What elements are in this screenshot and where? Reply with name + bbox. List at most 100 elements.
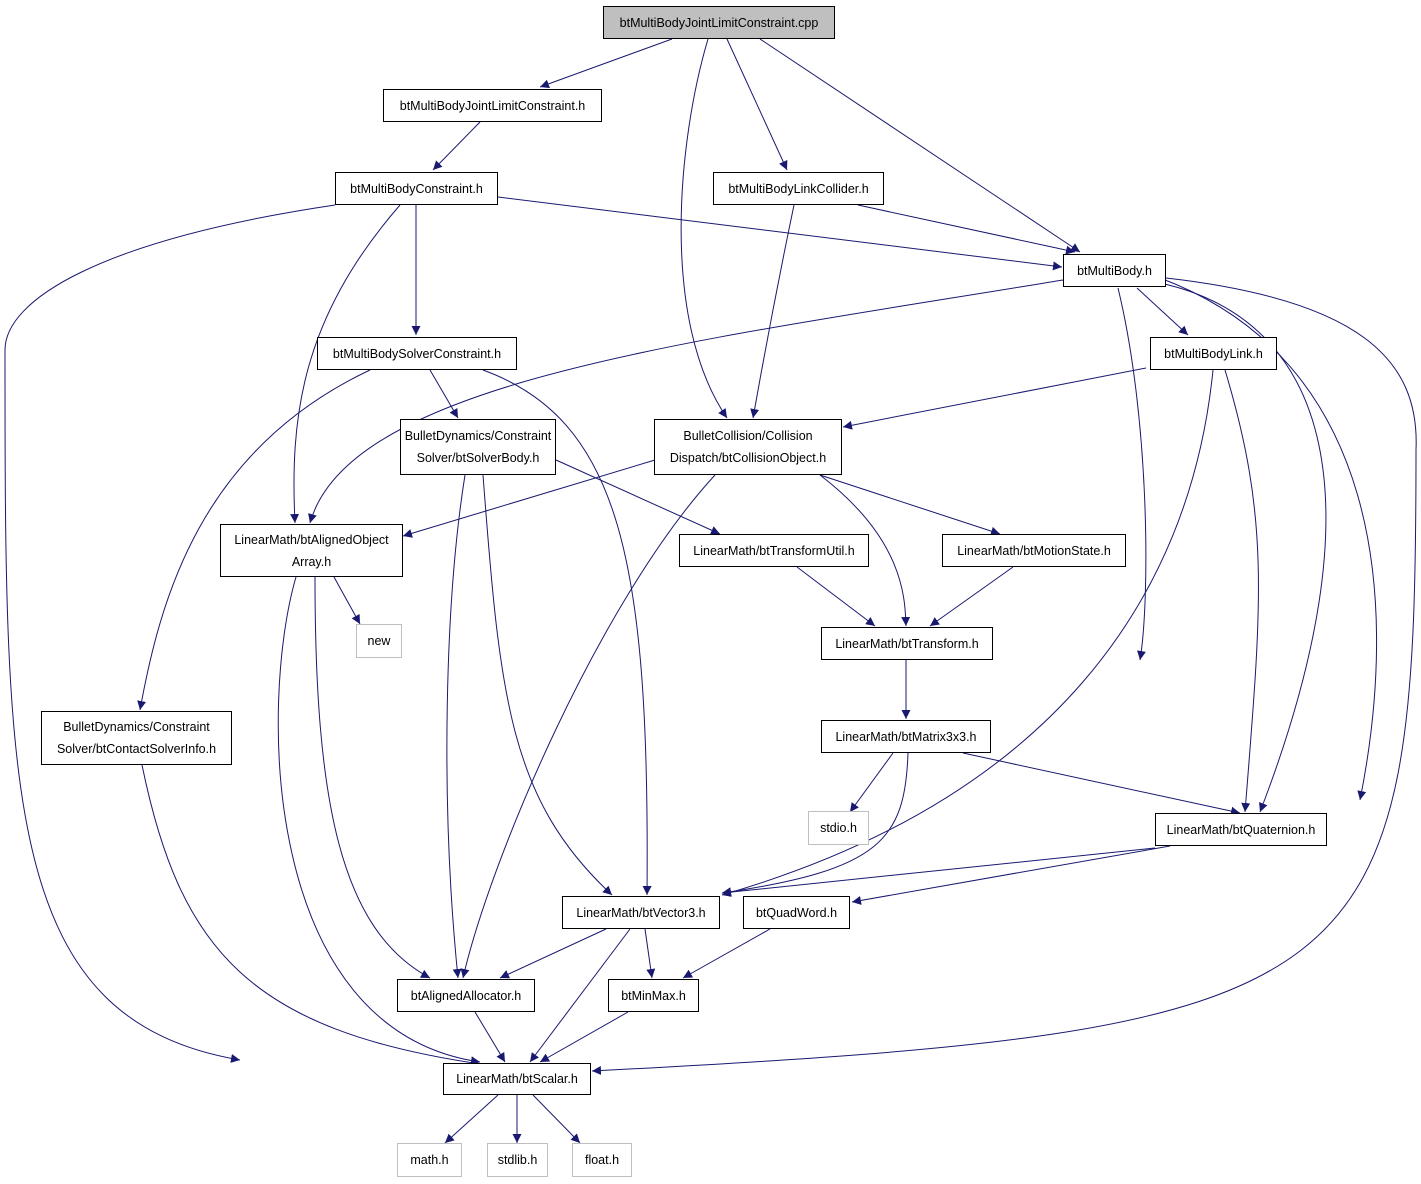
edge-mbc_h-to-alignedarray_h <box>290 204 401 524</box>
node-label: btMultiBodyJointLimitConstraint.h <box>399 98 586 113</box>
edge-solverconstraint_h-to-solverbody_h <box>429 369 459 419</box>
file-node-motion-state-h[interactable]: LinearMath/btMotionState.h <box>942 534 1126 567</box>
edge-transformutil_h-to-transform_h <box>796 566 876 627</box>
file-node-minmax-h[interactable]: btMinMax.h <box>608 979 699 1012</box>
edge-scalar_h-to-float_h <box>532 1094 581 1144</box>
node-label: BulletCollision/Collision <box>683 429 813 443</box>
edge-contactsolverinfo_h-to-scalar_h <box>141 764 481 1068</box>
edge-matrix3x3_h-to-vector3_h <box>721 752 909 897</box>
edge-linkcollider_h-to-multibody_h <box>857 204 1076 255</box>
edge-collisionobject_h-to-alignedarray_h <box>402 459 656 538</box>
node-label: Array.h <box>291 554 332 569</box>
node-label: LinearMath/btVector3.h <box>576 905 706 920</box>
edge-multibody_h-to-vector3_h <box>1159 277 1378 801</box>
edge-solverbody_h-to-alignedallocator_h <box>446 474 466 979</box>
file-node-stdio-external: stdio.h <box>808 811 869 845</box>
file-node-multibody-constraint-h[interactable]: btMultiBodyConstraint.h <box>335 172 498 205</box>
edge-scalar_h-to-math_h <box>444 1094 499 1144</box>
node-label: LinearMath/btAlignedObject <box>234 532 389 547</box>
edge-vector3_h-to-minmax_h <box>644 928 656 979</box>
edge-solverconstraint_h-to-contactsolverinfo_h <box>137 369 371 711</box>
file-node-vector3-h[interactable]: LinearMath/btVector3.h <box>562 896 720 929</box>
edge-motionstate_h-to-transform_h <box>929 566 1014 627</box>
file-node-matrix3x3-h[interactable]: LinearMath/btMatrix3x3.h <box>821 720 991 753</box>
file-node-math-external: math.h <box>397 1143 462 1177</box>
edges <box>4 38 1417 1144</box>
node-label: btMultiBodySolverConstraint.h <box>332 346 502 361</box>
edge-solverbody_h-to-vector3_h <box>482 474 613 896</box>
node-label: btMultiBodyConstraint.h <box>350 181 483 196</box>
edge-alignedarray_h-to-scalar_h <box>277 576 481 1066</box>
node-label: btQuadWord.h <box>755 905 838 920</box>
file-node-multibody-h[interactable]: btMultiBody.h <box>1063 254 1166 287</box>
node-label: btMinMax.h <box>621 988 686 1003</box>
file-node-jlc-h[interactable]: btMultiBodyJointLimitConstraint.h <box>383 89 602 122</box>
node-label: stdio.h <box>820 821 857 835</box>
node-label: LinearMath/btMotionState.h <box>957 543 1111 558</box>
edge-vector3_h-to-scalar_h <box>529 928 631 1063</box>
file-node-solver-constraint-h[interactable]: btMultiBodySolverConstraint.h <box>317 337 517 370</box>
edge-multibody_h-to-link_h <box>1136 287 1189 336</box>
node-label: btMultiBody.h <box>1077 263 1152 278</box>
edge-alignedallocator_h-to-scalar_h <box>474 1011 506 1063</box>
file-node-new-external: new <box>356 624 402 658</box>
node-label: Solver/btSolverBody.h <box>416 451 540 465</box>
edge-root-to-jlc_h <box>539 38 673 89</box>
edge-multibody_h-to-alignedarray_h <box>308 279 1064 524</box>
node-label: Solver/btContactSolverInfo.h <box>56 742 217 756</box>
node-label: Dispatch/btCollisionObject.h <box>669 451 827 465</box>
node-label: LinearMath/btMatrix3x3.h <box>835 729 977 744</box>
edge-minmax_h-to-scalar_h <box>539 1011 629 1063</box>
node-label: btMultiBodyJointLimitConstraint.cpp <box>619 15 819 30</box>
node-label: stdlib.h <box>497 1153 538 1167</box>
edge-mbc_h-to-scalar_h <box>4 204 336 1063</box>
file-node-scalar-h[interactable]: LinearMath/btScalar.h <box>443 1063 591 1095</box>
edge-mbc_h-to-multibody_h <box>497 196 1063 271</box>
edge-alignedarray_h-to-new <box>333 576 361 625</box>
file-node-aligned-allocator-h[interactable]: btAlignedAllocator.h <box>397 979 535 1012</box>
node-label: BulletDynamics/Constraint <box>404 429 552 443</box>
node-label: new <box>367 634 391 648</box>
edge-solverbody_h-to-transformutil_h <box>555 459 721 535</box>
edge-root-to-multibody_h <box>759 38 1081 253</box>
edge-link_h-to-collisionobject_h <box>842 367 1147 430</box>
edge-alignedarray_h-to-alignedallocator_h <box>314 576 431 979</box>
edge-root-to-collisionobject_h <box>680 38 728 419</box>
edge-linkcollider_h-to-collisionobject_h <box>750 204 795 419</box>
file-node-quaternion-h[interactable]: LinearMath/btQuaternion.h <box>1155 813 1327 846</box>
file-node-multibody-link-h[interactable]: btMultiBodyLink.h <box>1150 337 1277 370</box>
edge-multibody_h-to-matrix3x3_h <box>1117 287 1147 661</box>
file-node-link-collider-h[interactable]: btMultiBodyLinkCollider.h <box>713 172 884 205</box>
edge-quaternion_h-to-vector3_h <box>721 847 1156 897</box>
edge-link_h-to-vector3_h <box>721 369 1214 897</box>
file-node-stdlib-external: stdlib.h <box>487 1143 548 1177</box>
file-node-quadword-h[interactable]: btQuadWord.h <box>743 896 850 929</box>
edge-quadword_h-to-minmax_h <box>682 928 771 979</box>
edge-quaternion_h-to-quadword_h <box>851 845 1171 905</box>
node-label: LinearMath/btScalar.h <box>456 1072 578 1086</box>
node-label: LinearMath/btQuaternion.h <box>1166 822 1316 837</box>
edge-multibody_h-to-scalar_h <box>591 277 1417 1076</box>
edge-vector3_h-to-alignedallocator_h <box>499 928 607 979</box>
file-node-root[interactable]: btMultiBodyJointLimitConstraint.cpp <box>603 6 835 39</box>
file-node-transform-util-h[interactable]: LinearMath/btTransformUtil.h <box>679 534 869 567</box>
file-node-transform-h[interactable]: LinearMath/btTransform.h <box>821 627 993 660</box>
node-label: math.h <box>410 1153 449 1167</box>
node-label: btAlignedAllocator.h <box>410 988 522 1003</box>
edge-solverconstraint_h-to-vector3_h <box>482 369 652 896</box>
edge-collisionobject_h-to-transform_h <box>819 474 911 627</box>
node-label: LinearMath/btTransformUtil.h <box>693 543 855 558</box>
node-label: btMultiBodyLink.h <box>1164 346 1263 361</box>
node-label: LinearMath/btTransform.h <box>835 636 979 651</box>
edge-collisionobject_h-to-motionstate_h <box>819 474 1001 536</box>
node-label: BulletDynamics/Constraint <box>63 720 210 734</box>
edge-jlc_h-to-mbc_h <box>432 121 481 171</box>
edge-matrix3x3_h-to-stdio_h <box>849 752 894 813</box>
node-label: float.h <box>584 1153 620 1167</box>
edge-link_h-to-quaternion_h <box>1224 369 1259 813</box>
